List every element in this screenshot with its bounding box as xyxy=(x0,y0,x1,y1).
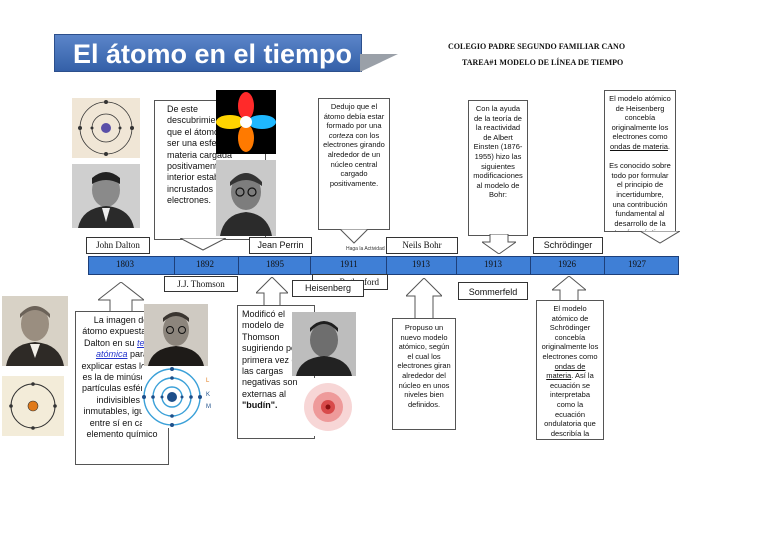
perrin-callout-arrow xyxy=(256,277,288,307)
rutherford-callout-arrow xyxy=(340,229,368,244)
label-jean-perrin: Jean Perrin xyxy=(249,237,312,254)
probability-cloud-diagram xyxy=(300,378,358,436)
timeline-tick xyxy=(386,256,387,275)
shell-label: L xyxy=(206,378,210,384)
timeline-tick xyxy=(310,256,311,275)
portrait-photo xyxy=(72,164,140,228)
timeline-tick xyxy=(456,256,457,275)
assignment-title: TAREA#1 MODELO DE LÍNEA DE TIEMPO xyxy=(462,58,624,67)
timeline-bar xyxy=(88,256,679,275)
orbital-image xyxy=(216,90,276,154)
schrodinger-description-card: El modelo atómico de Schrödinger concebí… xyxy=(536,300,604,440)
year-label: 1803 xyxy=(116,259,134,269)
label-john-dalton: John Dalton xyxy=(86,237,150,254)
dalton-portrait xyxy=(2,296,68,366)
title-banner-tail xyxy=(360,54,398,72)
timeline-tick xyxy=(174,256,175,275)
shell-label: K xyxy=(206,392,211,398)
heisenberg-portrait xyxy=(292,312,356,376)
year-label: 1927 xyxy=(628,259,646,269)
bohr-callout-arrow xyxy=(406,278,442,320)
timeline-tick xyxy=(238,256,239,275)
rutherford-description-card: Dedujo que el átomo debía estar formado … xyxy=(318,98,390,230)
year-label: 1913 xyxy=(484,259,502,269)
heisenberg-callout-arrow xyxy=(640,231,680,244)
bohr-description-card: Propuso un nuevo modelo atómico, según e… xyxy=(392,318,456,430)
schrodinger-callout-arrow xyxy=(552,276,586,302)
year-label: 1926 xyxy=(558,259,576,269)
timeline-tick xyxy=(530,256,531,275)
label-schrodinger: Schrödinger xyxy=(533,237,603,254)
timeline-tick xyxy=(604,256,605,275)
thomson-portrait xyxy=(144,304,208,366)
perrin-portrait xyxy=(216,160,276,236)
year-label: 1892 xyxy=(196,259,214,269)
label-heisenberg: Heisenberg xyxy=(292,280,364,297)
label-neils-bohr: Neils Bohr xyxy=(386,237,458,254)
dalton-atom-image xyxy=(72,98,140,158)
year-label: 1895 xyxy=(266,259,284,269)
sommerfeld-description-card: Con la ayuda de la teoría de la reactivi… xyxy=(468,100,528,236)
shell-label: M xyxy=(206,404,211,410)
school-name: COLEGIO PADRE SEGUNDO FAMILIAR CANO xyxy=(448,42,626,51)
sommerfeld-callout-arrow xyxy=(482,234,516,254)
page-title: El átomo en el tiempo xyxy=(54,34,362,72)
thomson-atom-diagram xyxy=(2,376,64,436)
bohr-atom-diagram: L K M xyxy=(142,366,216,428)
dalton-callout-arrow xyxy=(98,282,144,312)
activity-note: Haga la Actividad xyxy=(346,246,385,252)
label-sommerfeld: Sommerfeld xyxy=(458,282,528,300)
thomson-callout-arrow xyxy=(180,238,226,251)
label-jj-thomson: J.J. Thomson xyxy=(164,276,238,292)
heisenberg-description-card: El modelo atómico de Heisenberg concebía… xyxy=(604,90,676,232)
year-label: 1913 xyxy=(412,259,430,269)
year-label: 1911 xyxy=(340,259,358,269)
